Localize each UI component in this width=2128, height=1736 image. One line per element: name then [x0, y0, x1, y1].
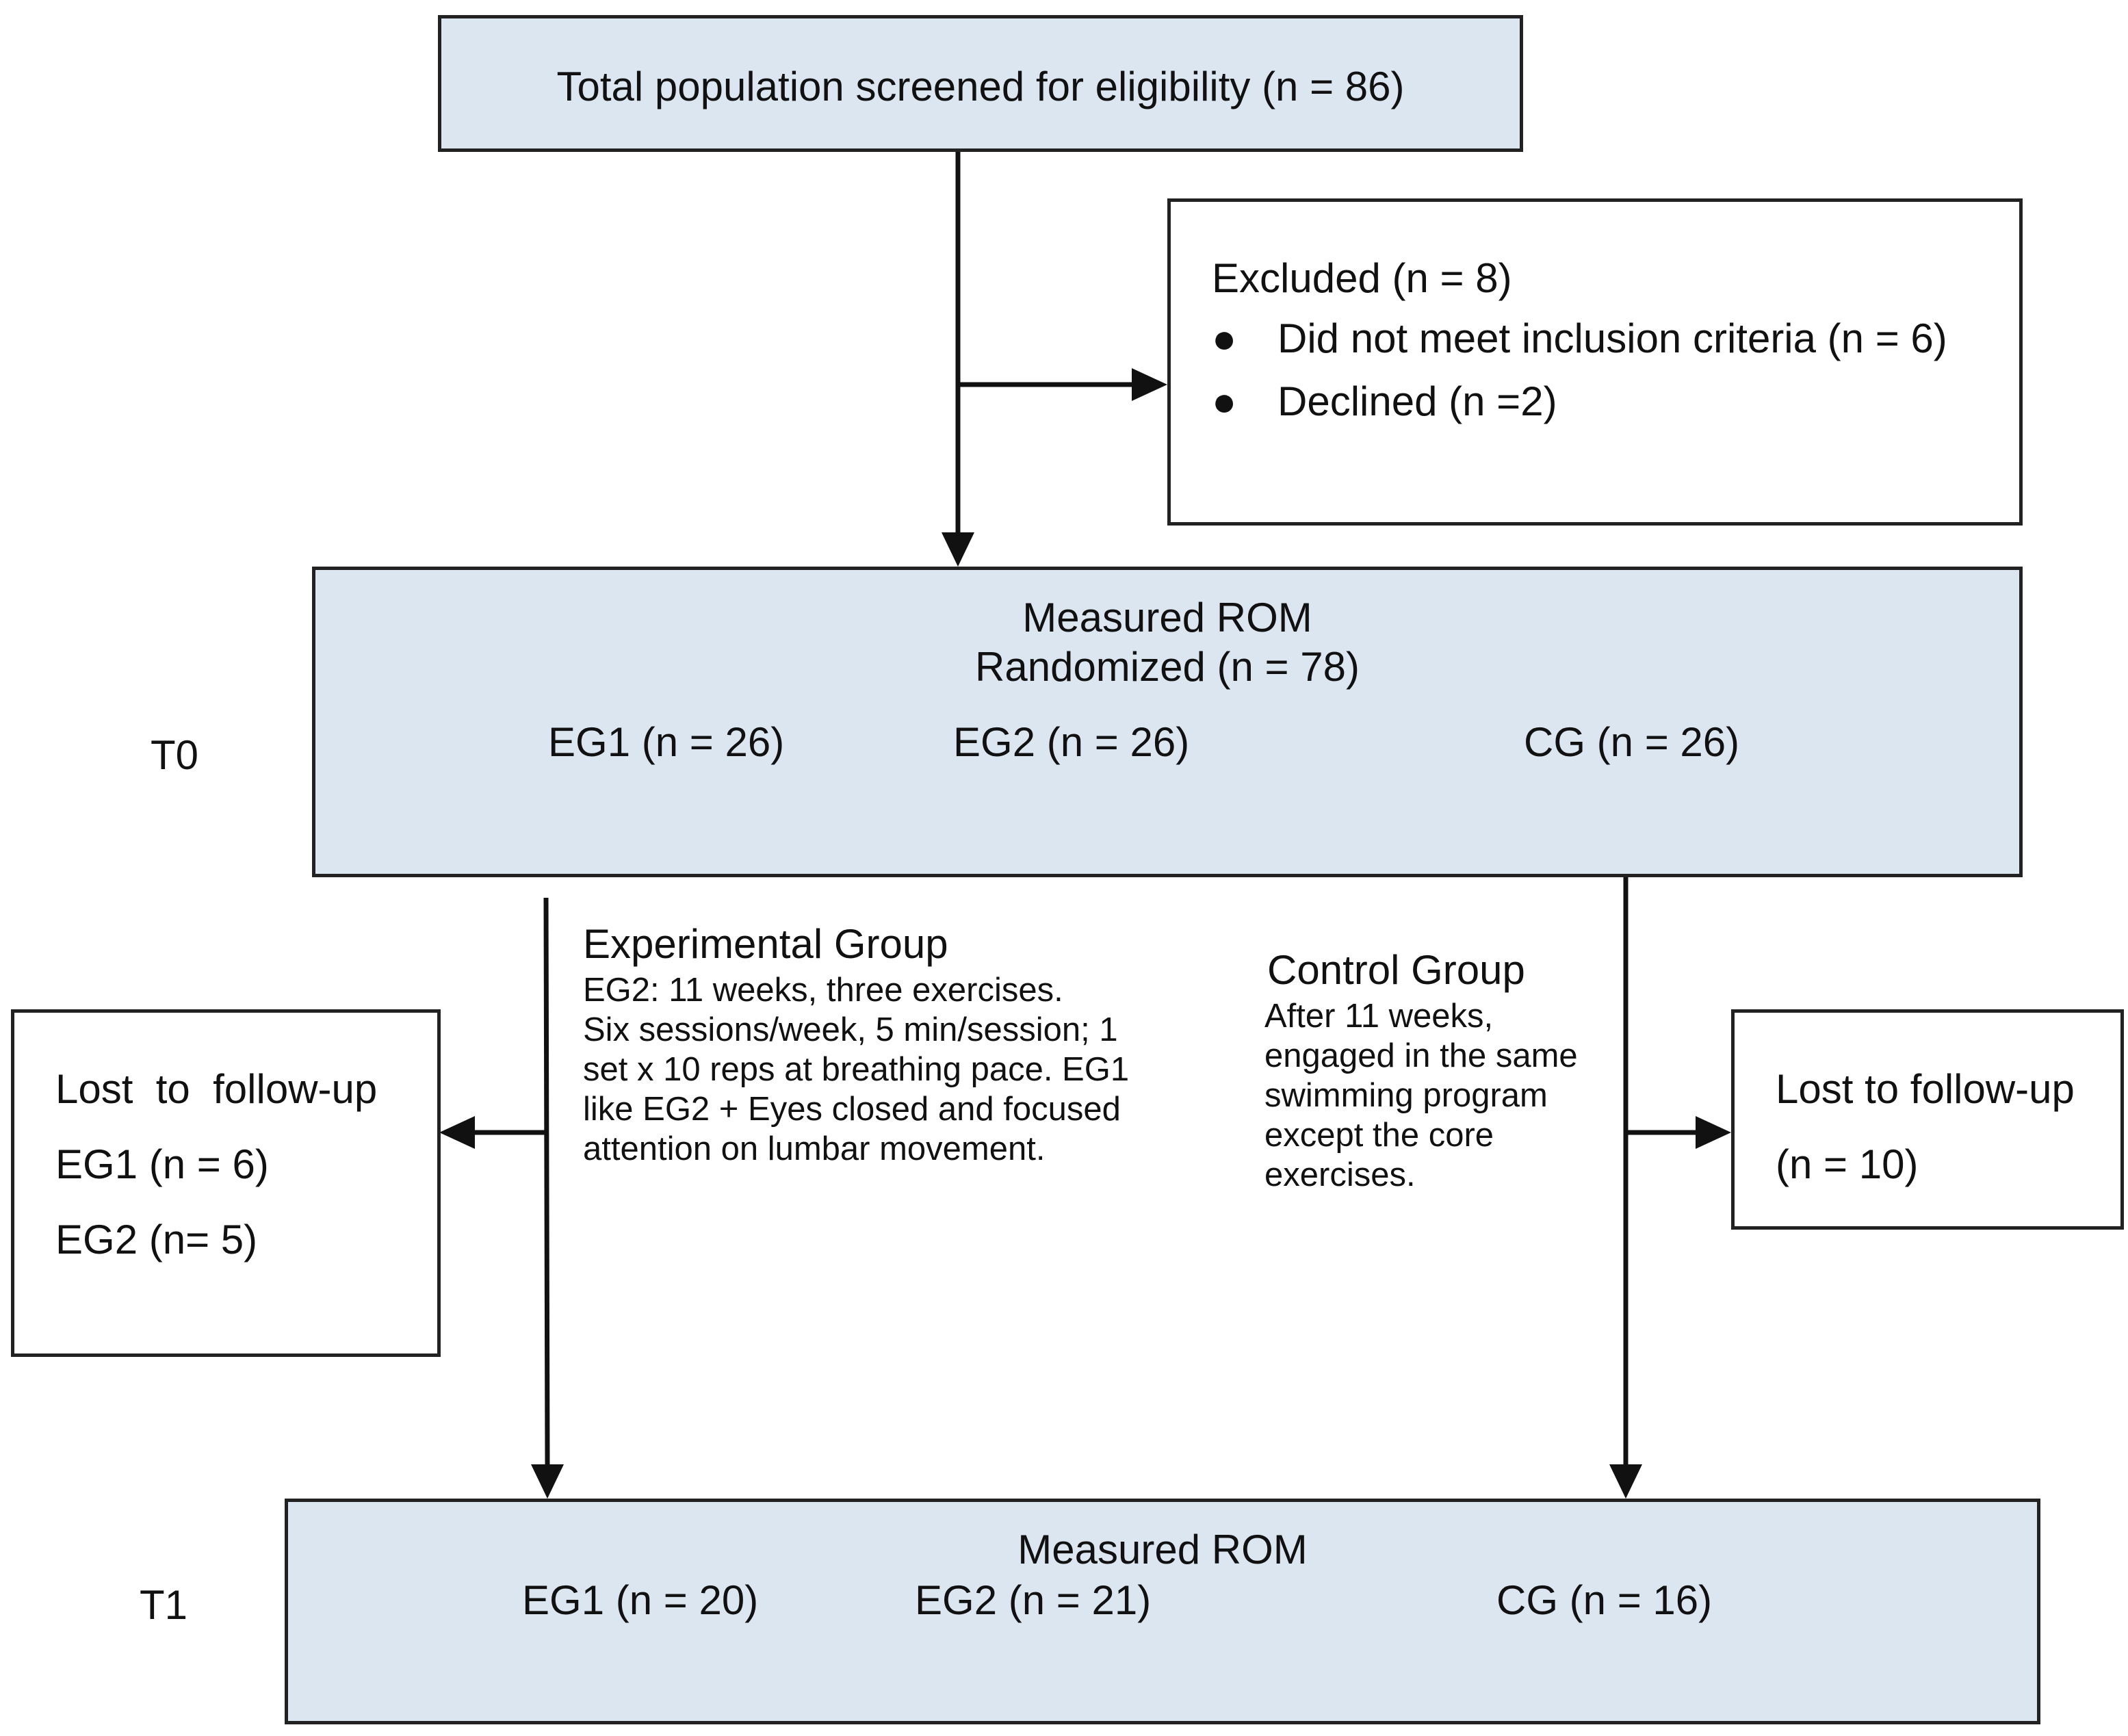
- t0-group-cg: CG (n = 26): [1524, 719, 1740, 765]
- arrowhead-lost-right: [1696, 1116, 1731, 1149]
- excluded-bullet-1: ●: [1212, 315, 1237, 361]
- t1-group-eg2: EG2 (n = 21): [915, 1577, 1152, 1623]
- screening-text: Total population screened for eligibilit…: [556, 64, 1405, 109]
- t0-group-eg2: EG2 (n = 26): [953, 719, 1190, 765]
- t1-group-eg1: EG1 (n = 20): [522, 1577, 759, 1623]
- lost-left-item-1: EG1 (n = 6): [55, 1141, 269, 1187]
- experimental-line-4: like EG2 + Eyes closed and focused: [583, 1091, 1121, 1128]
- arrowhead-excluded: [1132, 368, 1167, 401]
- lost-left-title: Lost to follow-up: [55, 1066, 378, 1112]
- excluded-title: Excluded (n = 8): [1212, 255, 1512, 301]
- lost-right-box: Lost to follow-up (n = 10): [1731, 1009, 2124, 1230]
- excluded-box: Excluded (n = 8) ● Did not meet inclusio…: [1167, 198, 2023, 526]
- t0-line2: Randomized (n = 78): [975, 644, 1360, 690]
- arrowhead-lost-left: [439, 1116, 475, 1149]
- lost-right-item-1: (n = 10): [1776, 1141, 1919, 1187]
- lost-right-title: Lost to follow-up: [1776, 1066, 2075, 1112]
- lost-left-box: Lost to follow-up EG1 (n = 6) EG2 (n= 5): [11, 1009, 441, 1357]
- excluded-bullet-2: ●: [1212, 378, 1237, 424]
- experimental-line-2: Six sessions/week, 5 min/session; 1: [583, 1011, 1118, 1048]
- screening-box: Total population screened for eligibilit…: [438, 15, 1523, 152]
- lost-left-item-2: EG2 (n= 5): [55, 1217, 258, 1262]
- experimental-line-3: set x 10 reps at breathing pace. EG1: [583, 1051, 1130, 1088]
- control-line-5: exercises.: [1264, 1156, 1416, 1193]
- control-title: Control Group: [1267, 947, 1525, 993]
- excluded-item-2: Declined (n =2): [1277, 378, 1557, 424]
- t0-box: Measured ROM Randomized (n = 78) EG1 (n …: [312, 567, 2023, 877]
- t1-label: T1: [140, 1582, 188, 1628]
- control-line-2: engaged in the same: [1264, 1037, 1578, 1074]
- t1-line1: Measured ROM: [1017, 1527, 1308, 1572]
- experimental-line-5: attention on lumbar movement.: [583, 1130, 1046, 1167]
- experimental-line-1: EG2: 11 weeks, three exercises.: [583, 972, 1063, 1009]
- control-line-4: except the core: [1264, 1117, 1494, 1154]
- arrowhead-t1-right: [1609, 1464, 1642, 1499]
- t0-label: T0: [151, 732, 199, 778]
- excluded-item-1: Did not meet inclusion criteria (n = 6): [1277, 315, 1947, 361]
- experimental-title: Experimental Group: [583, 921, 948, 967]
- control-line-1: After 11 weeks,: [1264, 998, 1494, 1035]
- arrowhead-t1-left: [531, 1464, 564, 1499]
- t0-group-eg1: EG1 (n = 26): [548, 719, 785, 765]
- arrowhead-t0: [942, 532, 974, 567]
- arrow-eg-to-t1: [543, 897, 550, 1466]
- control-line-3: swimming program: [1264, 1077, 1548, 1114]
- t0-line1: Measured ROM: [1022, 595, 1312, 640]
- t1-box: Measured ROM EG1 (n = 20) EG2 (n = 21) C…: [285, 1499, 2040, 1724]
- t1-group-cg: CG (n = 16): [1496, 1577, 1713, 1623]
